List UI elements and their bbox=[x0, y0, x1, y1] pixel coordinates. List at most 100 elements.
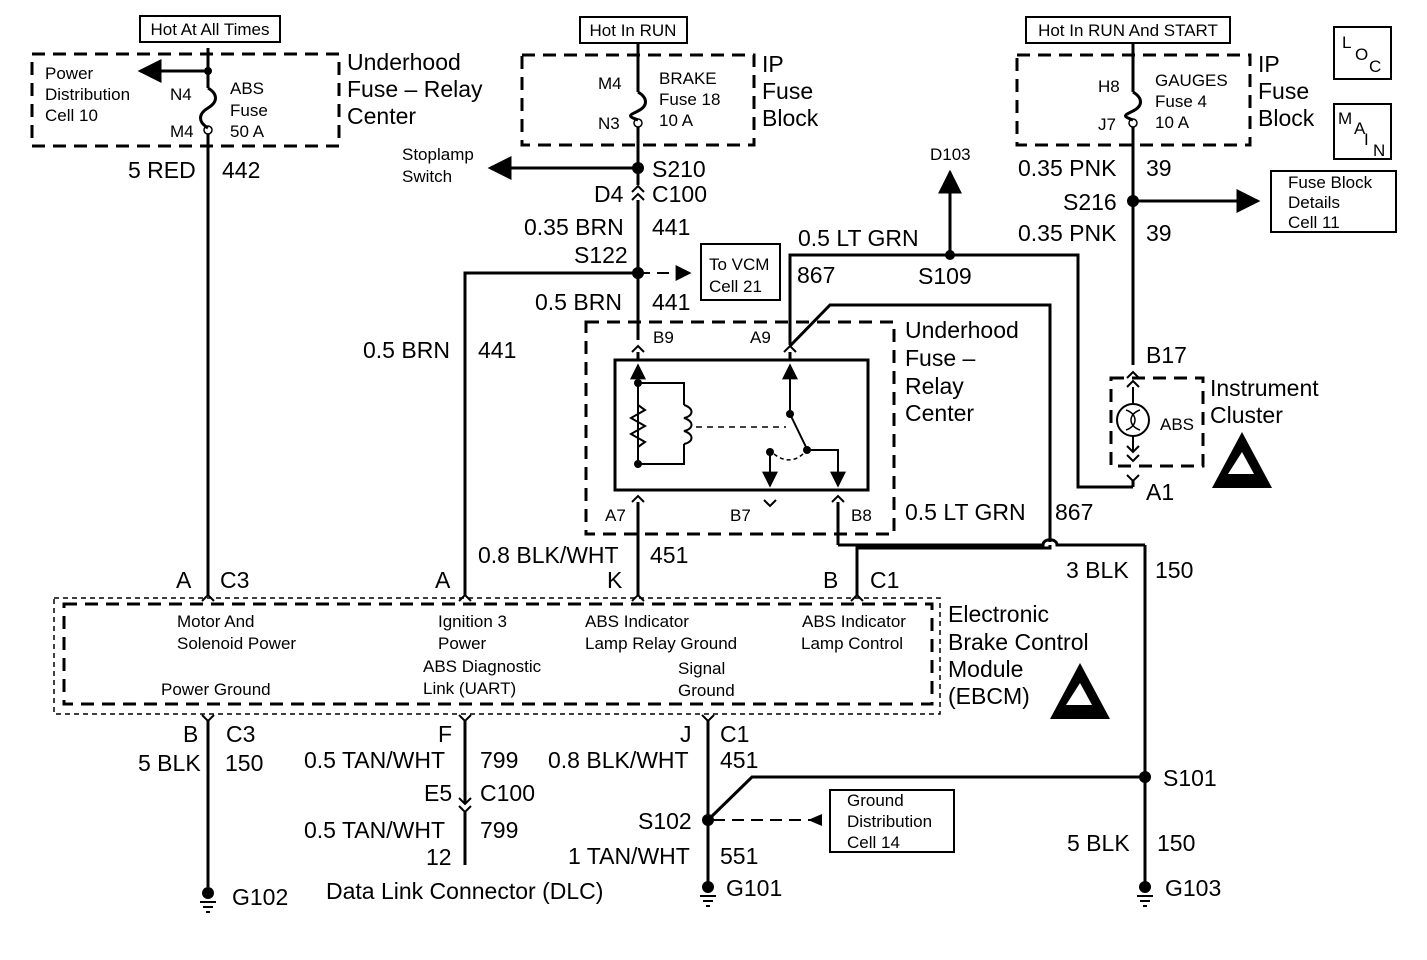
loc-box: L O C bbox=[1333, 26, 1392, 80]
label-abs-gnd: ABS Indicator bbox=[585, 612, 689, 631]
svg-text:IP: IP bbox=[762, 51, 784, 77]
svg-text:Instrument: Instrument bbox=[1210, 375, 1319, 401]
svg-text:Power: Power bbox=[45, 64, 94, 83]
circuit-442: 442 bbox=[222, 157, 260, 183]
svg-text:Center: Center bbox=[905, 400, 974, 426]
svg-text:M: M bbox=[1338, 109, 1352, 128]
svg-text:ABS: ABS bbox=[230, 79, 264, 98]
svg-text:Hot In RUN: Hot In RUN bbox=[590, 21, 677, 40]
circuit-39-b: 39 bbox=[1146, 220, 1172, 246]
svg-text:Underhood: Underhood bbox=[347, 49, 461, 75]
svg-text:To VCM: To VCM bbox=[709, 255, 769, 274]
circuit-441-b: 441 bbox=[652, 289, 690, 315]
circuit-799-b: 799 bbox=[480, 817, 518, 843]
circuit-39-a: 39 bbox=[1146, 155, 1172, 181]
svg-text:A1: A1 bbox=[1146, 479, 1174, 505]
svg-text:Cell 10: Cell 10 bbox=[45, 106, 98, 125]
label-uart: ABS Diagnostic bbox=[423, 657, 542, 676]
svg-text:10 A: 10 A bbox=[1155, 113, 1190, 132]
stoplamp-label: Stoplamp bbox=[402, 145, 474, 164]
svg-text:Underhood: Underhood bbox=[905, 317, 1019, 343]
hot-in-run-box: Hot In RUN bbox=[579, 16, 688, 44]
abs-fuse-50a bbox=[137, 48, 217, 595]
ground-distribution-box: Ground Distribution Cell 14 bbox=[829, 789, 955, 853]
svg-text:Electronic: Electronic bbox=[948, 601, 1049, 627]
label-uart-2: Link (UART) bbox=[423, 679, 516, 698]
svg-text:(EBCM): (EBCM) bbox=[948, 683, 1030, 709]
pin-b-c3: B bbox=[183, 721, 198, 747]
pin-b8: B8 bbox=[851, 506, 872, 525]
ebcm-esd-icon bbox=[1050, 663, 1110, 719]
dlc-label: Data Link Connector (DLC) bbox=[326, 878, 603, 904]
pin-b-c1: B bbox=[823, 567, 838, 593]
instrument-cluster: Instrument Cluster B17 A1 ABS bbox=[1109, 342, 1319, 505]
pin-k: K bbox=[607, 567, 623, 593]
svg-text:IP: IP bbox=[1258, 51, 1280, 77]
svg-text:GAUGES: GAUGES bbox=[1155, 71, 1228, 90]
wire-1-tan-wht: 1 TAN/WHT bbox=[568, 843, 690, 869]
to-vcm-box: To VCM Cell 21 bbox=[700, 243, 781, 301]
svg-text:10 A: 10 A bbox=[659, 111, 694, 130]
conn-c3-bottom: C3 bbox=[226, 721, 255, 747]
svg-text:H8: H8 bbox=[1098, 77, 1120, 96]
ground-g102: G102 bbox=[232, 884, 288, 910]
svg-text:B17: B17 bbox=[1146, 342, 1187, 368]
svg-text:Fuse: Fuse bbox=[230, 101, 268, 120]
wire-05-lt-grn: 0.5 LT GRN bbox=[798, 225, 919, 251]
svg-text:BRAKE: BRAKE bbox=[659, 69, 717, 88]
svg-text:Cell 21: Cell 21 bbox=[709, 277, 762, 296]
circuit-867-b: 867 bbox=[1055, 499, 1093, 525]
ebcm-top-pins bbox=[201, 593, 864, 602]
relay-center: Underhood Fuse – Relay Center bbox=[584, 317, 1019, 595]
svg-text:Fuse –: Fuse – bbox=[905, 345, 976, 371]
svg-text:Distribution: Distribution bbox=[45, 85, 130, 104]
wire-5-blk-left: 5 BLK bbox=[138, 750, 201, 776]
brake-fuse-18 bbox=[463, 43, 692, 595]
label-motor: Motor And bbox=[177, 612, 255, 631]
wire-05-tan-wht-a: 0.5 TAN/WHT bbox=[304, 747, 445, 773]
svg-text:Center: Center bbox=[347, 103, 416, 129]
splice-s216: S216 bbox=[1063, 189, 1117, 215]
ebcm-module: Electronic Brake Control Module (EBCM) bbox=[53, 597, 1089, 715]
conn-c100-bottom: C100 bbox=[480, 780, 535, 806]
wire-3-blk: 3 BLK bbox=[1066, 557, 1129, 583]
svg-text:M4: M4 bbox=[170, 122, 194, 141]
lamp-control-wire bbox=[788, 169, 1133, 489]
svg-text:L: L bbox=[1342, 33, 1351, 52]
circuit-451: 451 bbox=[650, 542, 688, 568]
svg-text:Cell 14: Cell 14 bbox=[847, 833, 900, 852]
pin-f: F bbox=[438, 721, 452, 747]
svg-text:ABS: ABS bbox=[1160, 415, 1194, 434]
svg-text:Cluster: Cluster bbox=[1210, 402, 1283, 428]
wire-05-lt-grn-lower: 0.5 LT GRN bbox=[905, 499, 1026, 525]
label-ign: Ignition 3 bbox=[438, 612, 507, 631]
svg-text:Block: Block bbox=[1258, 105, 1315, 131]
esd-icon bbox=[1212, 432, 1272, 488]
wire-035-brn: 0.35 BRN bbox=[524, 214, 624, 240]
svg-text:Fuse Block: Fuse Block bbox=[1288, 173, 1373, 192]
splice-s102-wires bbox=[702, 771, 1151, 826]
svg-text:Distribution: Distribution bbox=[847, 812, 932, 831]
wire-05-brn: 0.5 BRN bbox=[535, 289, 622, 315]
svg-text:A: A bbox=[1354, 119, 1366, 138]
splice-s109: S109 bbox=[918, 263, 972, 289]
underhood-fuse-relay-center-left: Underhood Fuse – Relay Center Power Dist… bbox=[30, 49, 483, 148]
pin-b9: B9 bbox=[653, 328, 674, 347]
pin-b7: B7 bbox=[730, 506, 751, 525]
wire-035-pnk-a: 0.35 PNK bbox=[1018, 155, 1117, 181]
label-motor-2: Solenoid Power bbox=[177, 634, 296, 653]
svg-text:I: I bbox=[1364, 130, 1369, 149]
conn-d4: D4 bbox=[594, 181, 624, 207]
pin-j: J bbox=[680, 721, 692, 747]
circuit-441-a: 441 bbox=[652, 214, 690, 240]
label-abs-ctrl: ABS Indicator bbox=[802, 612, 906, 631]
svg-text:M4: M4 bbox=[598, 74, 622, 93]
splice-s210: S210 bbox=[652, 156, 706, 182]
label-power-gnd: Power Ground bbox=[161, 680, 271, 699]
svg-text:Details: Details bbox=[1288, 193, 1340, 212]
pin-a7: A7 bbox=[605, 506, 626, 525]
label-abs-ctrl-2: Lamp Control bbox=[801, 634, 903, 653]
hot-at-all-times-box: Hot At All Times bbox=[139, 15, 281, 43]
wire-08-blk-wht: 0.8 BLK/WHT bbox=[478, 542, 619, 568]
